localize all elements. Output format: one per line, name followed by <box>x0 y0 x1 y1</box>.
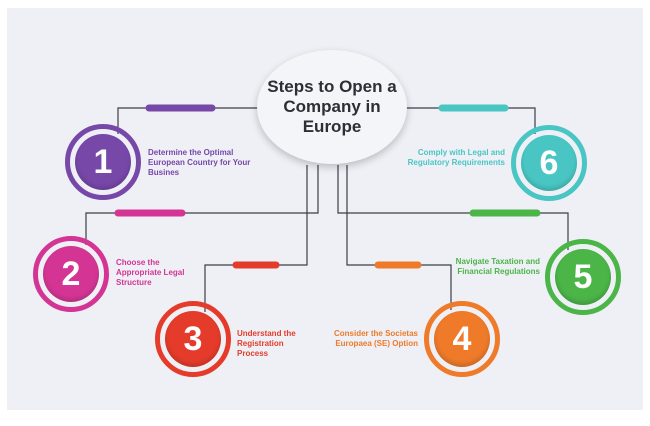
step-2-label: Choose the Appropriate Legal Structure <box>116 258 185 287</box>
step-2-ring <box>33 236 109 312</box>
hub-title: Steps to Open a Company in Europe <box>267 77 397 136</box>
step-5-number: 5 <box>573 258 593 296</box>
step-5-badge: 5 <box>545 239 621 315</box>
connector-step-2 <box>85 165 319 245</box>
step-5-disc: 5 <box>555 249 611 305</box>
step-1-label: Determine the Optimal European Country f… <box>148 148 251 177</box>
step-6-number: 6 <box>539 144 559 182</box>
step-1-disc: 1 <box>75 134 131 190</box>
step-5-ring <box>545 239 621 315</box>
step-4-label: Consider the Societas Europaea (SE) Opti… <box>333 329 418 348</box>
connector-step-4 <box>346 165 452 310</box>
step-1-number: 1 <box>93 143 113 181</box>
step-2-badge: 2 <box>33 236 109 312</box>
step-1-ring <box>65 124 141 200</box>
step-6-badge: 6 <box>511 125 587 201</box>
step-4-disc: 4 <box>434 311 490 367</box>
step-3-ring <box>155 301 231 377</box>
step-3-label: Understand the Registration Process <box>237 329 296 358</box>
step-6-disc: 6 <box>521 135 577 191</box>
step-3-badge: 3 <box>155 301 231 377</box>
central-hub-circle: Steps to Open a Company in Europe <box>257 50 407 164</box>
connector-step-5 <box>337 165 569 250</box>
connector-step-3 <box>204 165 308 312</box>
step-6-label: Comply with Legal and Regulatory Require… <box>407 148 505 167</box>
step-2-disc: 2 <box>43 246 99 302</box>
step-6-ring <box>511 125 587 201</box>
step-4-number: 4 <box>452 320 472 358</box>
step-3-number: 3 <box>183 320 203 358</box>
step-4-badge: 4 <box>424 301 500 377</box>
step-2-number: 2 <box>61 255 81 293</box>
step-4-ring <box>424 301 500 377</box>
step-3-disc: 3 <box>165 311 221 367</box>
step-5-label: Navigate Taxation and Financial Regulati… <box>455 257 540 276</box>
step-1-badge: 1 <box>65 124 141 200</box>
